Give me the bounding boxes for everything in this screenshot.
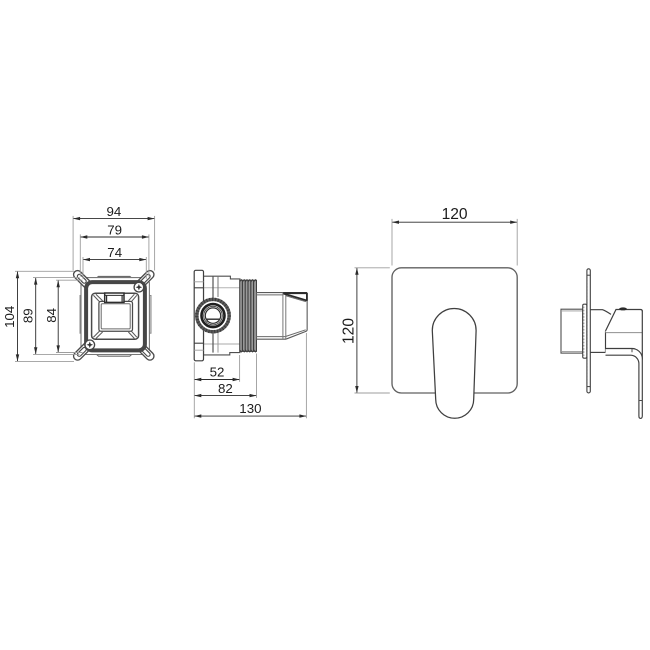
svg-text:79: 79 <box>107 222 122 237</box>
svg-text:74: 74 <box>107 245 122 260</box>
svg-text:130: 130 <box>239 401 261 416</box>
svg-text:52: 52 <box>210 365 225 380</box>
svg-text:120: 120 <box>442 206 468 223</box>
svg-text:104: 104 <box>2 306 17 328</box>
svg-text:120: 120 <box>341 318 358 344</box>
svg-text:94: 94 <box>107 204 122 219</box>
svg-text:89: 89 <box>21 308 36 323</box>
svg-text:82: 82 <box>218 381 233 396</box>
svg-text:84: 84 <box>44 308 59 323</box>
